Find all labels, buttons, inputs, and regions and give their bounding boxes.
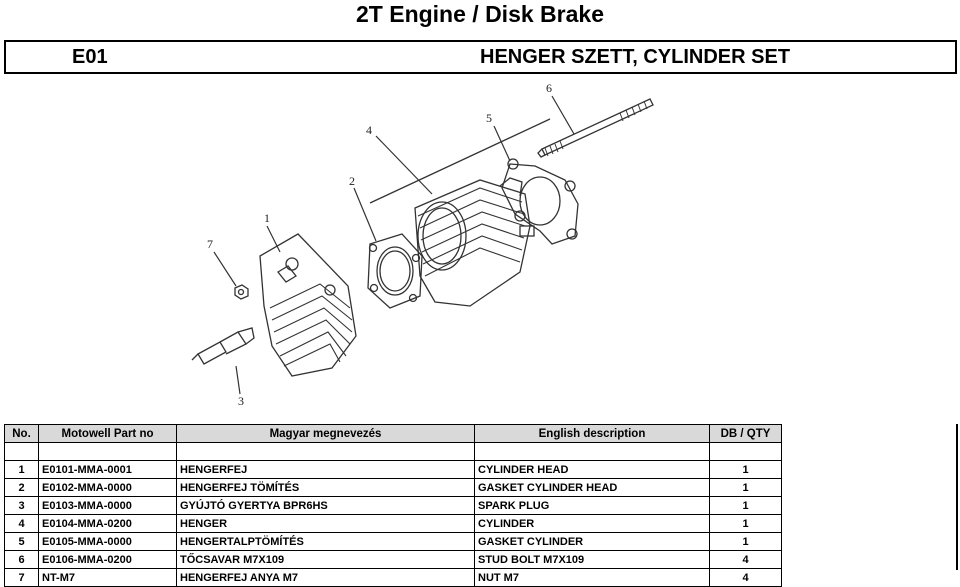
cell-no: 5 (4, 532, 39, 551)
cell-english: GASKET CYLINDER HEAD (474, 478, 710, 497)
callout-3: 3 (238, 394, 244, 408)
cell-qty: 4 (709, 568, 782, 587)
callout-2: 2 (349, 174, 355, 188)
cell-english: NUT M7 (474, 568, 710, 587)
cell-english: CYLINDER HEAD (474, 460, 710, 479)
cell-hungarian: HENGERTALPTÖMÍTÉS (176, 532, 475, 551)
cell-hungarian: GYÚJTÓ GYERTYA BPR6HS (176, 496, 475, 515)
cell-english: STUD BOLT M7X109 (474, 550, 710, 569)
callout-leaders (213, 95, 575, 395)
section-name: HENGER SZETT, CYLINDER SET (480, 46, 791, 68)
cell-no: 1 (4, 460, 39, 479)
header-hungarian: Magyar megnevezés (176, 424, 475, 443)
table-row: 7 NT-M7 HENGERFEJ ANYA M7 NUT M7 4 (4, 568, 782, 587)
callout-1: 1 (264, 211, 270, 225)
cell-no: 6 (4, 550, 39, 569)
nut-drawing (234, 284, 249, 300)
page-right-border (956, 424, 958, 570)
cell-qty: 1 (709, 532, 782, 551)
table-row: 3 E0103-MMA-0000 GYÚJTÓ GYERTYA BPR6HS S… (4, 496, 782, 515)
parts-table: No. Motowell Part no Magyar megnevezés E… (4, 424, 782, 587)
callout-7: 7 (207, 237, 213, 251)
cell-no: 4 (4, 514, 39, 533)
header-qty: DB / QTY (709, 424, 782, 443)
spark-plug-drawing (191, 327, 255, 365)
cell-part-no: E0105-MMA-0000 (38, 532, 177, 551)
cell-qty: 1 (709, 496, 782, 515)
cell-part-no: E0102-MMA-0000 (38, 478, 177, 497)
table-row: 6 E0106-MMA-0200 TŐCSAVAR M7X109 STUD BO… (4, 550, 782, 569)
cell-part-no: E0101-MMA-0001 (38, 460, 177, 479)
cell-part-no: NT-M7 (38, 568, 177, 587)
cell-qty: 1 (709, 514, 782, 533)
table-header-row: No. Motowell Part no Magyar megnevezés E… (4, 424, 782, 443)
cell-hungarian: HENGERFEJ ANYA M7 (176, 568, 475, 587)
cell-qty: 1 (709, 460, 782, 479)
cell-part-no: E0106-MMA-0200 (38, 550, 177, 569)
cell-qty: 1 (709, 478, 782, 497)
exploded-parts-diagram: 1 2 3 4 5 6 7 (191, 81, 654, 408)
callout-5: 5 (486, 111, 492, 125)
cylinder-head-gasket-drawing (367, 233, 423, 309)
cell-no: 3 (4, 496, 39, 515)
spacer-row (4, 442, 782, 461)
cell-qty: 4 (709, 550, 782, 569)
cell-english: SPARK PLUG (474, 496, 710, 515)
callout-4: 4 (366, 123, 372, 137)
header-part-no: Motowell Part no (38, 424, 177, 443)
table-row: 4 E0104-MMA-0200 HENGER CYLINDER 1 (4, 514, 782, 533)
cell-part-no: E0103-MMA-0000 (38, 496, 177, 515)
cell-hungarian: HENGERFEJ TÖMÍTÉS (176, 478, 475, 497)
cell-no: 7 (4, 568, 39, 587)
table-row: 5 E0105-MMA-0000 HENGERTALPTÖMÍTÉS GASKE… (4, 532, 782, 551)
section-code: E01 (72, 46, 108, 68)
cell-hungarian: TŐCSAVAR M7X109 (176, 550, 475, 569)
table-row: 2 E0102-MMA-0000 HENGERFEJ TÖMÍTÉS GASKE… (4, 478, 782, 497)
section-header: E01 HENGER SZETT, CYLINDER SET (4, 40, 957, 74)
cell-english: GASKET CYLINDER (474, 532, 710, 551)
stud-bolt-drawing (369, 98, 654, 204)
cell-no: 2 (4, 478, 39, 497)
header-no: No. (4, 424, 39, 443)
page-title: 2T Engine / Disk Brake (356, 1, 604, 27)
cell-hungarian: HENGERFEJ (176, 460, 475, 479)
cell-english: CYLINDER (474, 514, 710, 533)
header-english: English description (474, 424, 710, 443)
cell-hungarian: HENGER (176, 514, 475, 533)
table-row: 1 E0101-MMA-0001 HENGERFEJ CYLINDER HEAD… (4, 460, 782, 479)
cell-part-no: E0104-MMA-0200 (38, 514, 177, 533)
callout-6: 6 (546, 81, 552, 95)
cylinder-head-drawing (259, 233, 357, 377)
cylinder-base-gasket-drawing (501, 158, 579, 245)
cylinder-drawing (414, 177, 535, 307)
